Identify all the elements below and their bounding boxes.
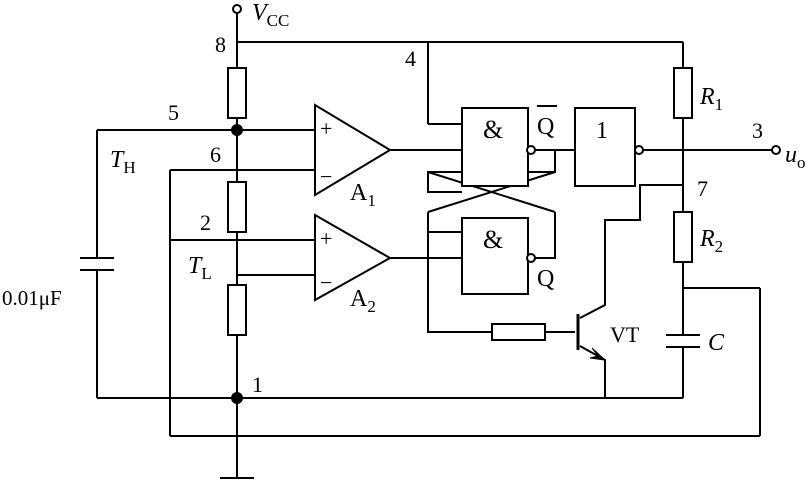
wire-cross-2 bbox=[427, 171, 556, 213]
nand-gate-1 bbox=[461, 107, 529, 187]
wire-q-fb bbox=[533, 212, 556, 259]
pin-3-label: 3 bbox=[752, 118, 763, 143]
pin-2-label: 2 bbox=[200, 210, 211, 235]
pin-1-label: 1 bbox=[252, 372, 263, 397]
wires bbox=[96, 12, 772, 479]
q-label: Q bbox=[537, 266, 554, 292]
wire-collector bbox=[579, 184, 683, 319]
a1-plus-sign: + bbox=[320, 116, 332, 141]
r1-label: R1 bbox=[699, 84, 723, 114]
pin-5-label: 5 bbox=[168, 100, 179, 125]
comparator-a2 bbox=[314, 213, 393, 302]
a1-minus-sign: − bbox=[320, 164, 332, 189]
components bbox=[80, 4, 781, 404]
vcc-terminal bbox=[232, 4, 242, 14]
wire-g2-in bbox=[427, 212, 462, 233]
timing-cap-label: C bbox=[708, 330, 725, 356]
internal-resistor-bottom bbox=[227, 284, 247, 336]
labels: VCC 8 4 5 6 2 7 3 1 TH TL 0.01μF + − A1 … bbox=[2, 0, 806, 397]
vcc-label: VCC bbox=[252, 0, 289, 30]
a2-plus-sign: + bbox=[320, 226, 332, 251]
internal-resistor-top bbox=[227, 67, 247, 119]
wire-qbar-fb bbox=[427, 150, 556, 193]
a2-minus-sign: − bbox=[320, 270, 332, 295]
a2-label: A2 bbox=[350, 286, 376, 316]
nand-gate-1-symbol: & bbox=[483, 115, 503, 144]
inverter-symbol: 1 bbox=[596, 118, 608, 144]
comparator-a1 bbox=[314, 103, 392, 197]
inverter-bubble bbox=[634, 145, 644, 155]
control-cap-value: 0.01μF bbox=[2, 286, 62, 310]
transistor-label: VT bbox=[610, 322, 640, 347]
wire-base-1 bbox=[427, 232, 492, 333]
nand-gate-2-bubble bbox=[526, 253, 536, 263]
junction-threshold bbox=[231, 124, 243, 136]
nand-gate-1-bubble bbox=[526, 145, 536, 155]
q-bar-label: Q bbox=[537, 114, 554, 140]
internal-resistor-middle bbox=[227, 181, 247, 233]
resistor-r2 bbox=[673, 211, 693, 263]
resistor-r1 bbox=[673, 67, 693, 119]
output-terminal bbox=[771, 145, 781, 155]
nand-gate-2-symbol: & bbox=[483, 225, 503, 254]
r2-label: R2 bbox=[699, 226, 723, 256]
pin-4-label: 4 bbox=[405, 46, 416, 71]
threshold-low-label: TL bbox=[188, 253, 212, 283]
base-resistor bbox=[491, 323, 546, 341]
pin-7-label: 7 bbox=[697, 176, 708, 201]
pin-6-label: 6 bbox=[210, 142, 221, 167]
wire-emitter bbox=[579, 345, 606, 398]
a1-label: A1 bbox=[350, 180, 376, 210]
output-label: uo bbox=[785, 142, 806, 172]
transistor-emitter-arrow bbox=[589, 347, 607, 361]
inverter-gate bbox=[574, 107, 636, 187]
pin-8-label: 8 bbox=[215, 32, 226, 57]
threshold-high-label: TH bbox=[110, 147, 136, 177]
junction-ground bbox=[231, 392, 243, 404]
